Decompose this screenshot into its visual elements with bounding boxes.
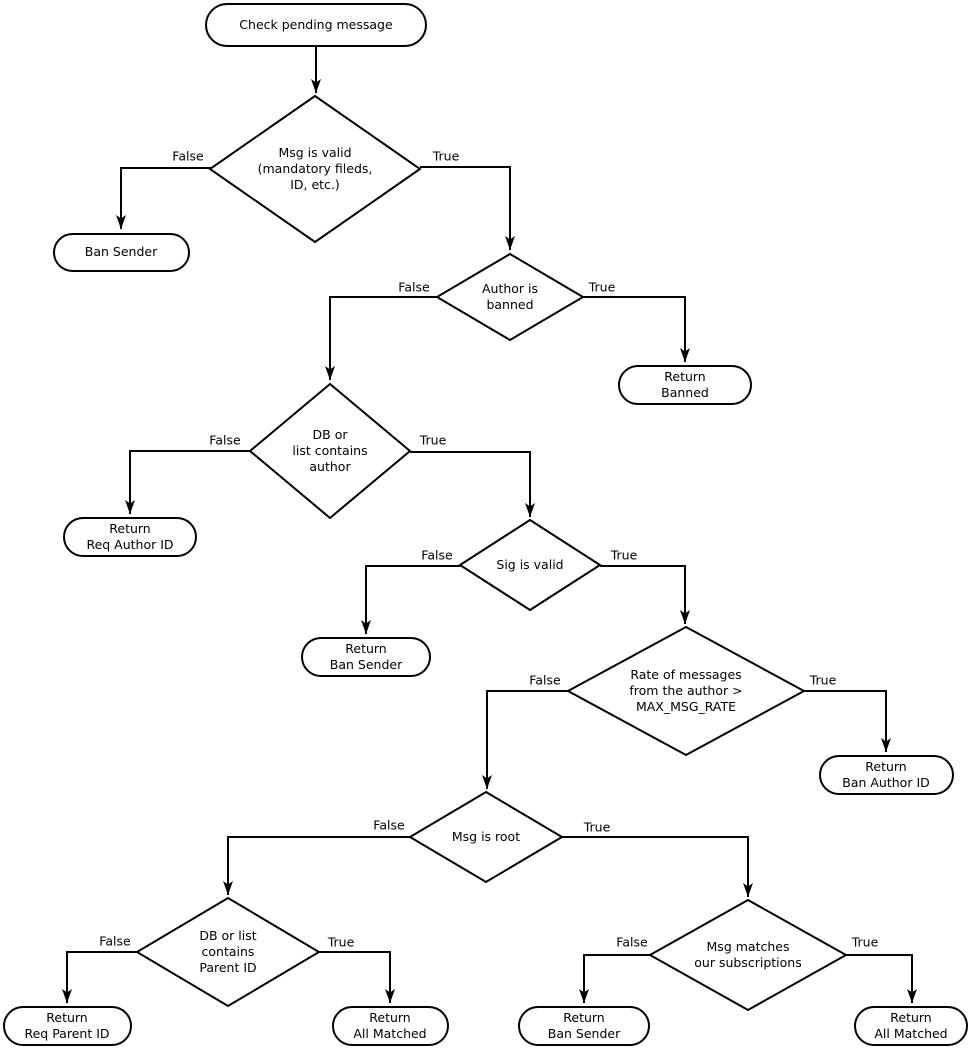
terminal-return-req-parent-id: Return Req Parent ID xyxy=(2,1006,132,1046)
terminal-check-pending-message: Check pending message xyxy=(205,3,427,47)
terminal-return-req-author-id-label: Return Req Author ID xyxy=(86,521,174,552)
edge-label-rate-of-messages-true: True xyxy=(809,672,837,688)
edge-author-is-banned-false xyxy=(325,296,437,380)
edge-label-sig-is-valid-false: False xyxy=(421,547,453,563)
decision-msg-matches-our-subscriptions-shape xyxy=(647,898,849,1012)
decision-db-or-list-contains-parent-id-shape xyxy=(135,896,321,1008)
edge-sig-is-valid-true xyxy=(600,565,690,624)
decision-db-or-list-contains-author-shape xyxy=(248,382,412,520)
edge-label-db-contains-parent-id-true: True xyxy=(327,934,355,950)
terminal-return-ban-sender-mid: Return Ban Sender xyxy=(301,637,431,677)
terminal-return-req-parent-id-label: Return Req Parent ID xyxy=(24,1010,110,1041)
edge-msg-is-root-false xyxy=(223,836,410,895)
decision-msg-is-valid-shape xyxy=(208,94,422,244)
edge-label-rate-of-messages-false: False xyxy=(529,672,561,688)
edge-label-msg-is-valid-false: False xyxy=(172,148,204,164)
edge-label-author-is-banned-true: True xyxy=(588,279,616,295)
edge-rate-of-messages-true xyxy=(804,690,891,752)
edge-label-msg-matches-subscriptions-true: True xyxy=(851,934,879,950)
decision-db-or-list-contains-parent-id: DB or list contains Parent ID xyxy=(199,928,257,975)
edge-label-msg-is-root-false: False xyxy=(373,817,405,833)
edge-author-is-banned-true xyxy=(583,296,690,362)
terminal-return-ban-sender-bottom-label: Return Ban Sender xyxy=(547,1010,621,1041)
terminal-return-all-matched-right: Return All Matched xyxy=(854,1006,968,1046)
edge-label-sig-is-valid-true: True xyxy=(610,547,638,563)
decision-author-is-banned: Author is banned xyxy=(481,281,539,312)
edge-db-contains-author-true xyxy=(410,451,535,517)
terminal-return-all-matched-left-label: Return All Matched xyxy=(353,1010,427,1041)
edge-label-msg-matches-subscriptions-false: False xyxy=(616,934,648,950)
decision-sig-is-valid: Sig is valid xyxy=(496,557,564,572)
edge-label-msg-is-root-true: True xyxy=(583,819,611,835)
edge-db-contains-author-false xyxy=(125,450,250,514)
edge-msg-matches-subscriptions-true xyxy=(846,954,917,1003)
terminal-ban-sender: Ban Sender xyxy=(52,232,190,272)
edge-db-contains-parent-id-true xyxy=(319,951,395,1003)
edge-label-db-contains-author-true: True xyxy=(419,432,447,448)
terminal-check-pending-message-label: Check pending message xyxy=(239,17,393,32)
terminal-return-ban-sender-bottom: Return Ban Sender xyxy=(518,1006,650,1046)
decision-msg-is-valid: Msg is valid (mandatory fileds, ID, etc.… xyxy=(257,145,373,192)
decision-msg-is-root-shape xyxy=(408,790,564,884)
terminal-return-banned: Return Banned xyxy=(618,365,752,405)
terminal-return-req-author-id: Return Req Author ID xyxy=(63,517,197,557)
decision-author-is-banned-shape xyxy=(435,252,585,342)
decision-rate-of-messages-shape xyxy=(565,625,807,757)
terminal-return-ban-author-id: Return Ban Author ID xyxy=(818,755,954,795)
decision-msg-is-root: Msg is root xyxy=(451,829,521,844)
terminal-return-ban-sender-mid-label: Return Ban Sender xyxy=(329,641,403,672)
edge-msg-is-valid-false xyxy=(116,167,211,229)
edge-label-msg-is-valid-true: True xyxy=(432,148,460,164)
terminal-ban-sender-label: Ban Sender xyxy=(84,244,158,259)
edge-msg-is-valid-true xyxy=(420,166,515,250)
edge-label-db-contains-parent-id-false: False xyxy=(99,933,131,949)
edge-sig-is-valid-false xyxy=(361,565,461,634)
terminal-return-all-matched-left: Return All Matched xyxy=(331,1006,449,1046)
edge-db-contains-parent-id-false xyxy=(62,951,137,1003)
edge-rate-of-messages-false xyxy=(482,690,568,789)
edge-label-author-is-banned-false: False xyxy=(398,279,430,295)
edge-msg-matches-subscriptions-false xyxy=(579,954,650,1003)
terminal-return-all-matched-right-label: Return All Matched xyxy=(874,1010,948,1041)
edge-label-db-contains-author-false: False xyxy=(209,432,241,448)
edge-msg-is-root-true xyxy=(562,836,753,897)
decision-db-or-list-contains-author: DB or list contains author xyxy=(292,427,368,474)
decision-msg-matches-our-subscriptions: Msg matches our subscriptions xyxy=(694,939,802,970)
decision-sig-is-valid-shape xyxy=(458,518,602,612)
terminal-return-banned-label: Return Banned xyxy=(661,369,709,400)
decision-rate-of-messages: Rate of messages from the author > MAX_M… xyxy=(629,667,743,714)
terminal-return-ban-author-id-label: Return Ban Author ID xyxy=(842,759,930,790)
